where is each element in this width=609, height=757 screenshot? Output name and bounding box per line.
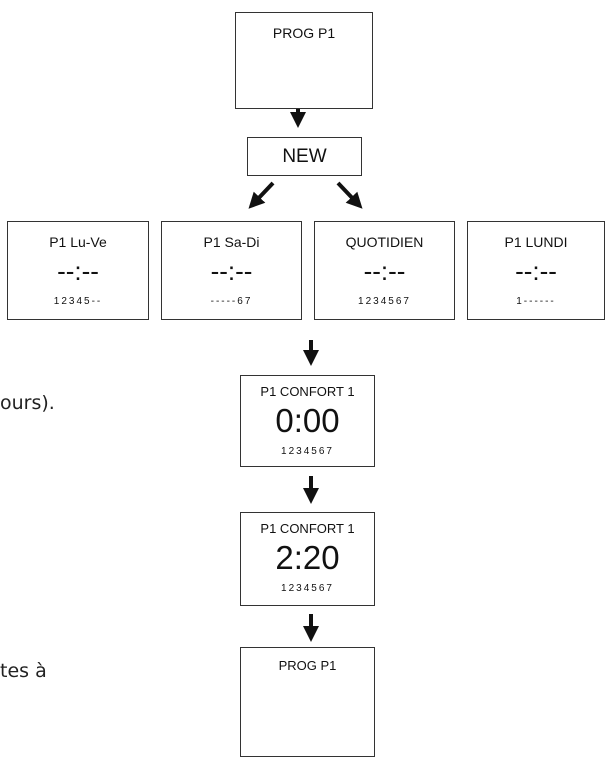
prog-p1-bottom-box: PROG P1 bbox=[240, 647, 375, 757]
mode-title: P1 Sa-Di bbox=[203, 234, 260, 250]
confort-box-first: P1 CONFORT 1 0:00 1234567 bbox=[240, 375, 375, 467]
mode-box-quotidien: QUOTIDIEN --:-- 1234567 bbox=[314, 221, 455, 320]
mode-box-sa-di: P1 Sa-Di --:-- -----67 bbox=[161, 221, 302, 320]
mode-title: P1 Lu-Ve bbox=[49, 234, 107, 250]
confort-days: 1234567 bbox=[281, 446, 334, 457]
side-text-first: ours). bbox=[0, 392, 55, 414]
confort-days: 1234567 bbox=[281, 583, 334, 594]
prog-p1-top-box: PROG P1 bbox=[235, 12, 373, 109]
new-box: NEW bbox=[247, 137, 362, 176]
prog-p1-top-title: PROG P1 bbox=[272, 25, 336, 41]
mode-box-lundi: P1 LUNDI --:-- 1------ bbox=[467, 221, 605, 320]
mode-days: 1------ bbox=[516, 296, 556, 307]
confort-time: 0:00 bbox=[275, 402, 340, 439]
mode-time: --:-- bbox=[515, 256, 557, 286]
confort-time: 2:20 bbox=[275, 539, 340, 576]
prog-p1-bottom-title: PROG P1 bbox=[278, 658, 337, 673]
confort-title: P1 CONFORT 1 bbox=[260, 521, 355, 536]
mode-days: 12345-- bbox=[53, 296, 103, 307]
arrow-new-to-quotidien bbox=[336, 181, 363, 209]
mode-days: 1234567 bbox=[358, 296, 411, 307]
mode-time: --:-- bbox=[363, 256, 406, 286]
arrow-new-to-sadi bbox=[248, 181, 275, 209]
confort-title: P1 CONFORT 1 bbox=[260, 384, 355, 399]
mode-box-lu-ve: P1 Lu-Ve --:-- 12345-- bbox=[7, 221, 149, 320]
mode-days: -----67 bbox=[210, 296, 253, 307]
confort-box-second: P1 CONFORT 1 2:20 1234567 bbox=[240, 512, 375, 606]
mode-time: --:-- bbox=[57, 256, 99, 286]
mode-time: --:-- bbox=[210, 256, 253, 286]
new-label: NEW bbox=[282, 146, 327, 167]
side-text-second: tes à bbox=[0, 660, 47, 682]
mode-title: P1 LUNDI bbox=[504, 234, 568, 250]
mode-title: QUOTIDIEN bbox=[345, 234, 424, 250]
